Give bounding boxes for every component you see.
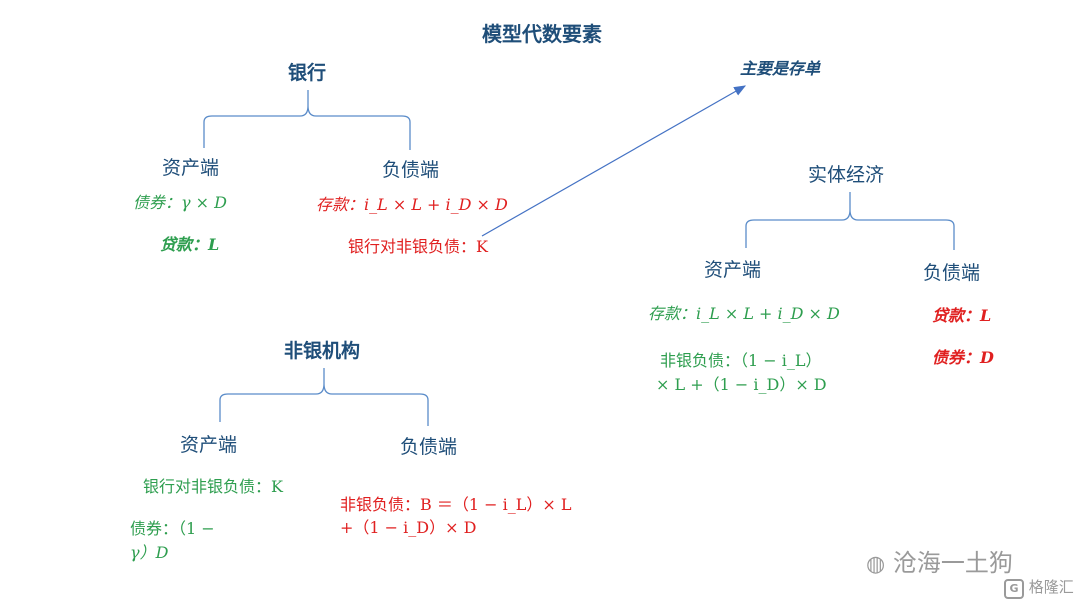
bank-asset-bond: 债券：γ × D [133,193,227,212]
real-economy-asset-node: 资产端 [704,259,762,281]
bank-asset-node: 资产端 [162,157,220,179]
annotation-label: 主要是存单 [740,59,821,78]
real-economy-asset-nonbank-1: 非银负债：（1 − i_L） [660,351,822,370]
watermark-text: 沧海一土狗 [892,549,1013,577]
real-economy-brace [745,192,955,250]
bank-liability-nonbank: 银行对非银负债：K [348,237,488,256]
nonbank-liability-2: +（1 − i_D）× D [340,518,477,537]
real-economy-asset-deposit: 存款：i_L × L + i_D × D [648,304,840,323]
bank-liability-deposit: 存款：i_L × L + i_D × D [316,195,508,214]
nonbank-brace [219,368,429,426]
bank-node: 银行 [288,62,327,84]
nonbank-asset-node: 资产端 [180,434,238,456]
diagram-title: 模型代数要素 [482,22,602,46]
nonbank-liability-node: 负债端 [400,436,458,458]
nonbank-asset-bond-2: γ）D [130,543,169,562]
real-economy-node: 实体经济 [808,164,885,186]
real-economy-liability-loan: 贷款：L [932,306,992,325]
annotation-arrow [481,85,747,237]
brand-text: 格隆汇 [1028,578,1074,596]
bank-asset-loan: 贷款：L [160,235,220,254]
bank-brace [203,90,411,150]
nonbank-asset-claim: 银行对非银负债：K [143,477,283,496]
real-economy-liability-bond: 债券：D [932,348,994,367]
nonbank-node: 非银机构 [284,340,361,362]
brand-logo-icon: G [1004,579,1024,599]
nonbank-liability-1: 非银负债：B ＝（1 − i_L）× L [340,495,572,514]
bank-liability-node: 负债端 [382,159,440,181]
watermark: ◍ 沧海一土狗 [866,543,1013,578]
nonbank-asset-bond-1: 债券：（1 − [130,519,215,538]
real-economy-asset-nonbank-2: × L +（1 − i_D）× D [656,375,827,394]
wechat-icon: ◍ [866,552,886,577]
brand-watermark: G 格隆汇 [1004,576,1074,599]
real-economy-liability-node: 负债端 [923,262,981,284]
